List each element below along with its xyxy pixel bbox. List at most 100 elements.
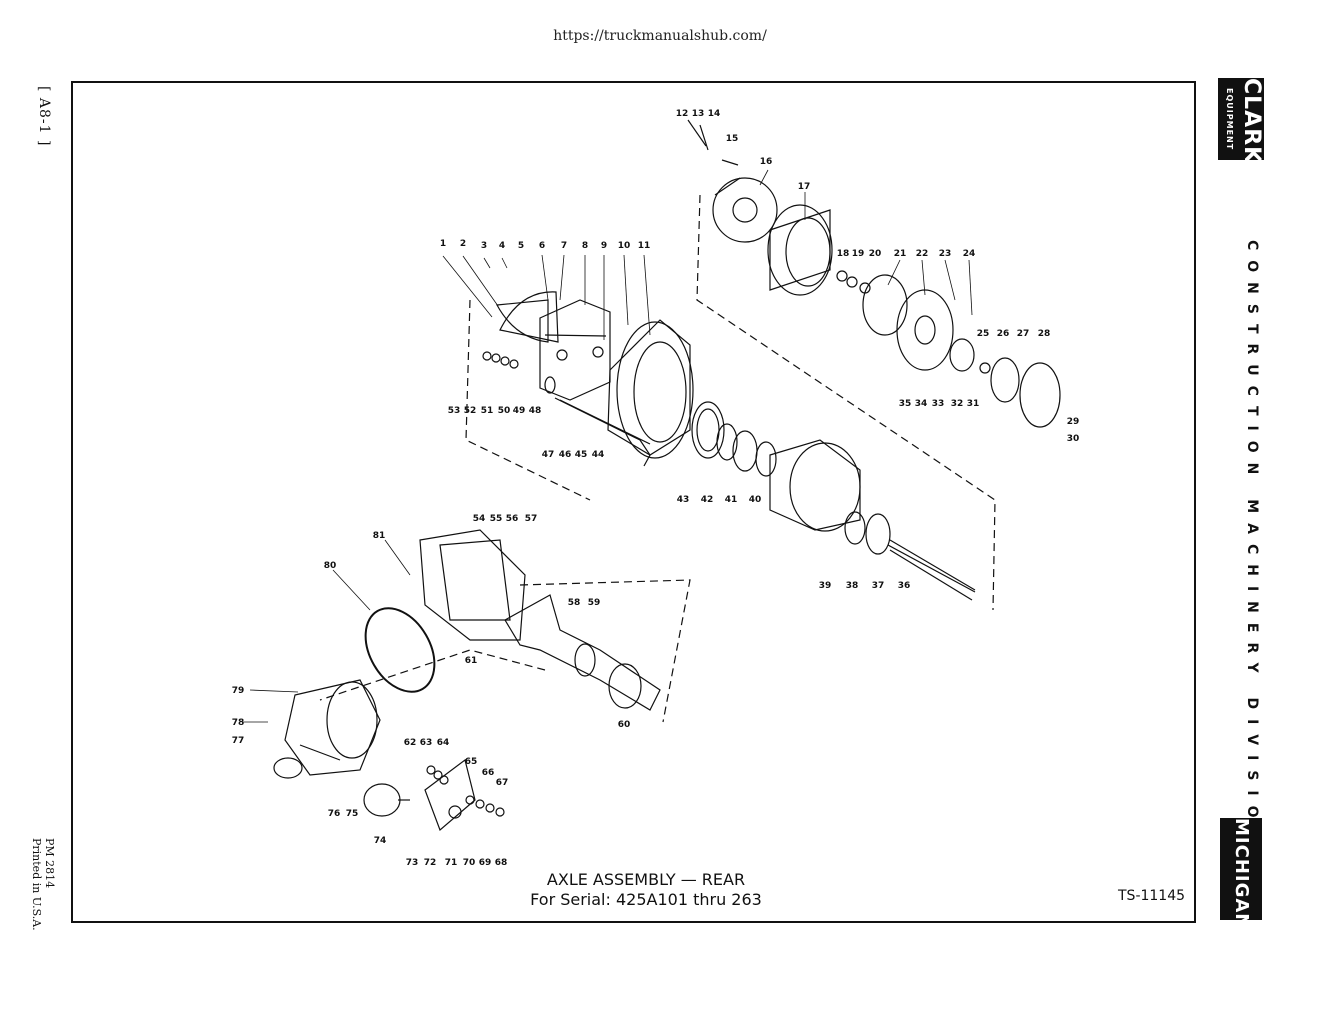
callout-59: 59	[588, 598, 601, 608]
pm-number: PM 2814	[43, 838, 56, 889]
callout-81: 81	[373, 531, 386, 541]
callout-30: 30	[1067, 434, 1080, 444]
callout-16: 16	[760, 157, 773, 167]
callout-33: 33	[932, 399, 945, 409]
print-info: PM 2814 Printed in U.S.A.	[30, 838, 56, 931]
callout-7: 7	[561, 241, 567, 251]
callout-53: 53	[448, 406, 461, 416]
callout-57: 57	[525, 514, 538, 524]
hub-housing	[769, 439, 976, 601]
callout-35: 35	[899, 399, 912, 409]
callout-45: 45	[575, 450, 588, 460]
callout-61: 61	[465, 656, 478, 666]
callout-50: 50	[498, 406, 511, 416]
callout-31: 31	[967, 399, 980, 409]
center-bearings	[691, 401, 777, 477]
callout-69: 69	[479, 858, 492, 868]
differential	[273, 679, 381, 779]
callout-76: 76	[328, 809, 341, 819]
clark-logo-sub: EQUIPMENT	[1225, 87, 1234, 151]
callout-67: 67	[496, 778, 509, 788]
callout-13: 13	[692, 109, 705, 119]
o-ring-80	[364, 607, 436, 693]
callout-34: 34	[915, 399, 928, 409]
callout-38: 38	[846, 581, 859, 591]
callout-10: 10	[618, 241, 631, 251]
caption-serial: For Serial: 425A101 thru 263	[530, 890, 762, 909]
callout-1: 1	[440, 239, 446, 249]
callout-4: 4	[499, 241, 505, 251]
callout-80: 80	[324, 561, 337, 571]
callout-70: 70	[463, 858, 476, 868]
callout-49: 49	[513, 406, 526, 416]
callout-74: 74	[374, 836, 387, 846]
clark-logo-word: CLARK	[1239, 78, 1264, 165]
callout-65: 65	[465, 757, 478, 767]
callout-37: 37	[872, 581, 885, 591]
callout-64: 64	[437, 738, 450, 748]
callout-78: 78	[232, 718, 245, 728]
callout-66: 66	[482, 768, 495, 778]
callout-24: 24	[963, 249, 976, 259]
assembly-guides	[319, 194, 996, 723]
axle-shafts	[559, 399, 976, 593]
callout-44: 44	[592, 450, 605, 460]
drawing-frame	[71, 81, 1196, 923]
division-label: CONSTRUCTION MACHINERY DIVISION	[1244, 240, 1260, 850]
callout-55: 55	[490, 514, 503, 524]
caption-title: AXLE ASSEMBLY — REAR	[546, 870, 746, 889]
callout-21: 21	[894, 249, 907, 259]
callout-41: 41	[725, 495, 738, 505]
callout-14: 14	[708, 109, 721, 119]
callout-11: 11	[638, 241, 651, 251]
callout-62: 62	[404, 738, 417, 748]
callout-39: 39	[819, 581, 832, 591]
callout-36: 36	[898, 581, 911, 591]
drawing-number: TS-11145	[1118, 888, 1186, 904]
clark-logo: CLARK EQUIPMENT	[1218, 78, 1264, 164]
callout-3: 3	[481, 241, 487, 251]
callout-79: 79	[232, 686, 245, 696]
callout-12: 12	[676, 109, 689, 119]
michigan-logo: MICHIGAN	[1220, 818, 1262, 929]
callout-56: 56	[506, 514, 519, 524]
callout-75: 75	[346, 809, 359, 819]
page-reference: [ A8-1 ]	[36, 86, 52, 147]
callout-43: 43	[677, 495, 690, 505]
brake-drum	[607, 319, 694, 459]
callout-60: 60	[618, 720, 631, 730]
callout-23: 23	[939, 249, 952, 259]
callout-15: 15	[726, 134, 739, 144]
callout-42: 42	[701, 495, 714, 505]
callout-2: 2	[460, 239, 466, 249]
callout-29: 29	[1067, 417, 1080, 427]
caption: AXLE ASSEMBLY — REAR For Serial: 425A101…	[486, 870, 806, 910]
callout-9: 9	[601, 241, 607, 251]
callout-8: 8	[582, 241, 588, 251]
leader-lines	[242, 169, 973, 723]
callout-48: 48	[529, 406, 542, 416]
callout-27: 27	[1017, 329, 1030, 339]
callout-40: 40	[749, 495, 762, 505]
callout-58: 58	[568, 598, 581, 608]
callout-28: 28	[1038, 329, 1051, 339]
callout-72: 72	[424, 858, 437, 868]
callout-17: 17	[798, 182, 811, 192]
axle-housing	[419, 529, 661, 711]
callout-54: 54	[473, 514, 486, 524]
callout-73: 73	[406, 858, 419, 868]
brake-chamber	[363, 758, 505, 832]
callout-25: 25	[977, 329, 990, 339]
callout-71: 71	[445, 858, 458, 868]
source-url[interactable]: https://truckmanualshub.com/	[553, 28, 767, 44]
callout-63: 63	[420, 738, 433, 748]
callout-20: 20	[869, 249, 882, 259]
callout-22: 22	[916, 249, 929, 259]
callout-46: 46	[559, 450, 572, 460]
callout-52: 52	[464, 406, 477, 416]
callout-47: 47	[542, 450, 555, 460]
callout-77: 77	[232, 736, 245, 746]
callout-5: 5	[518, 241, 524, 251]
ring-gear-group	[687, 119, 1061, 428]
